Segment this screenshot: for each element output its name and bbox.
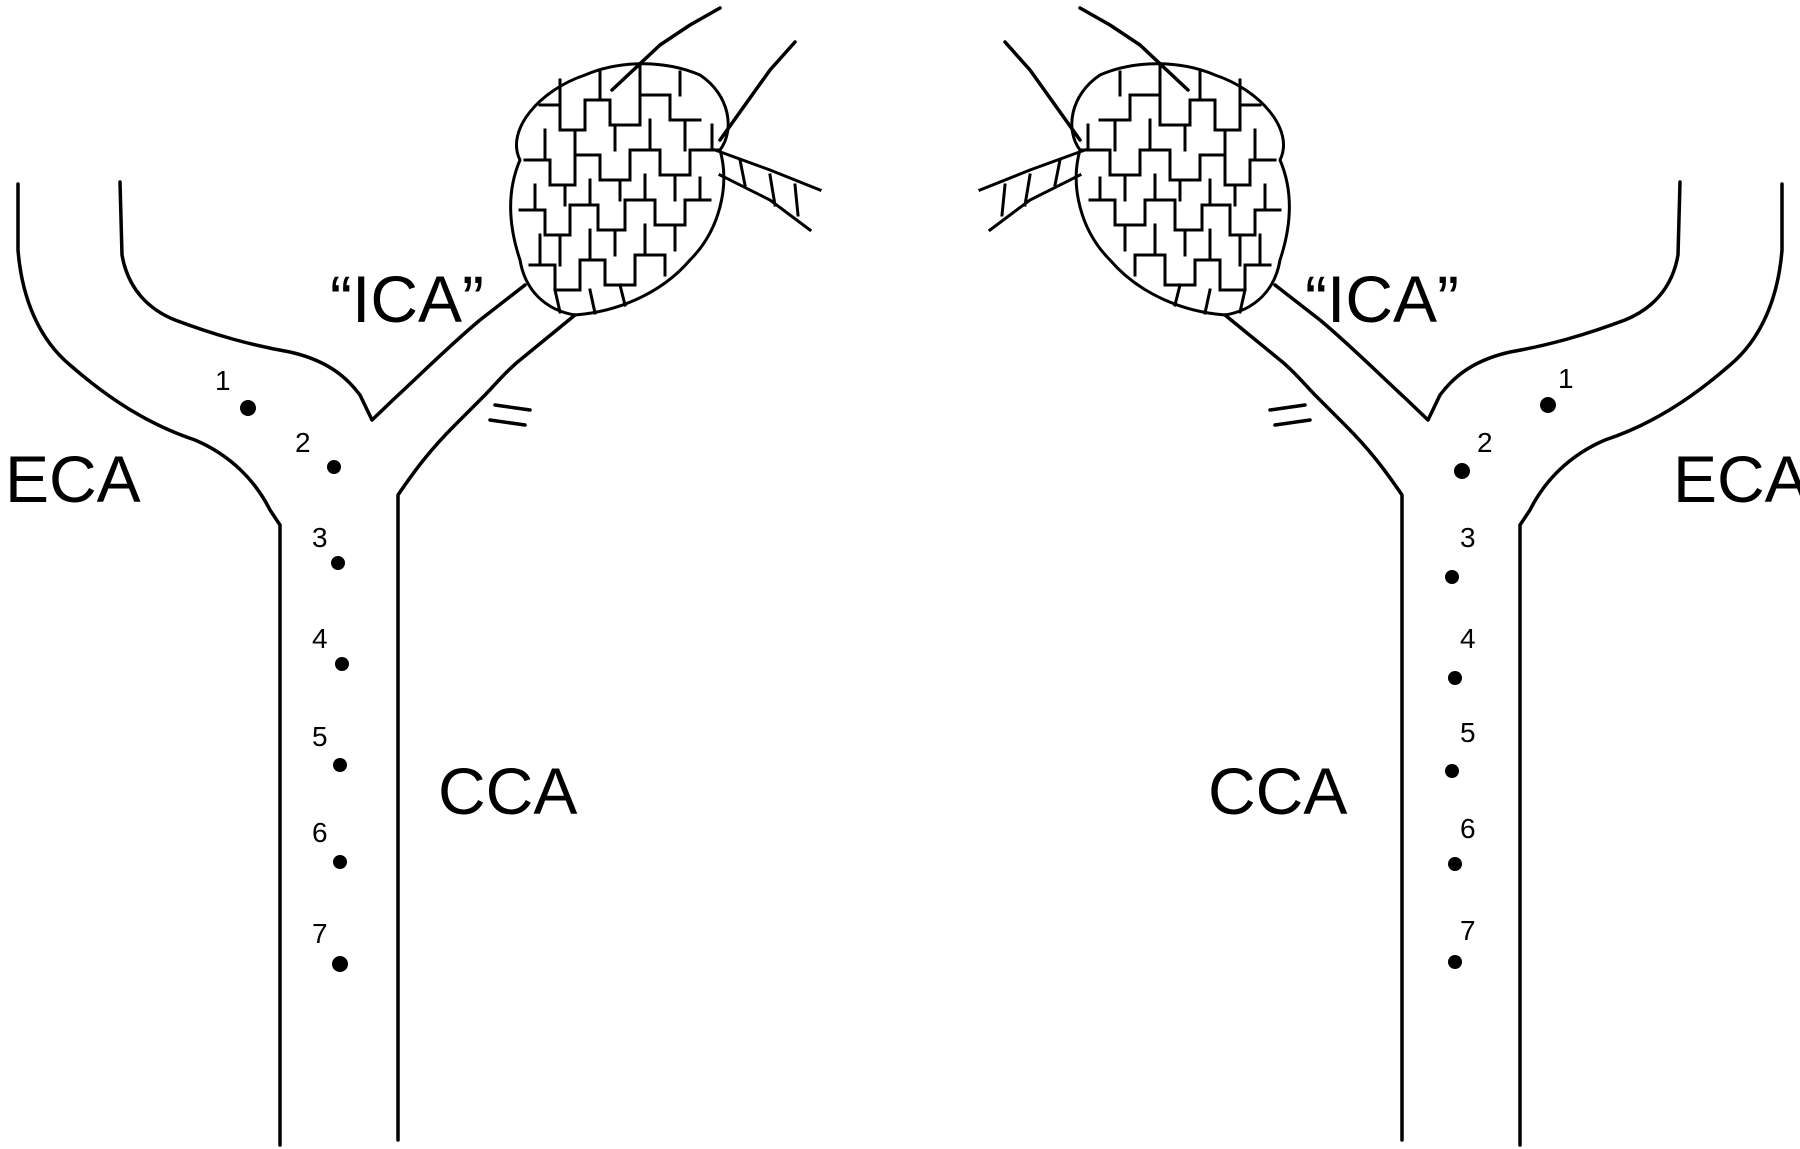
right-point-5 [1445, 764, 1459, 778]
right-point-label-4: 4 [1460, 623, 1476, 654]
left-point-6 [333, 855, 347, 869]
left-side-branch [713, 148, 822, 233]
right-distal-vessel-2 [1003, 40, 1082, 142]
right-point-label-7: 7 [1460, 915, 1476, 946]
right-side-branch [978, 148, 1087, 233]
right-point-2 [1454, 463, 1470, 479]
left-point-label-6: 6 [312, 817, 328, 848]
left-ica-cca-right-wall [396, 313, 577, 1142]
left-eca-inner-wall [118, 180, 527, 422]
left-point-1 [240, 400, 256, 416]
right-eca-label: ECA [1673, 442, 1800, 516]
left-distal-vessel-1 [610, 6, 722, 92]
right-point-4 [1448, 671, 1462, 685]
left-eca-label: ECA [5, 442, 141, 516]
left-point-2 [327, 460, 341, 474]
left-point-label-2: 2 [295, 427, 311, 458]
right-aneurysm [1070, 62, 1291, 317]
right-point-label-1: 1 [1558, 363, 1574, 394]
left-clamp-mark [488, 403, 532, 427]
left-distal-vessel-2 [718, 40, 797, 142]
right-point-7 [1448, 955, 1462, 969]
right-ica-cca-left-wall [1223, 313, 1404, 1142]
right-point-6 [1448, 857, 1462, 871]
left-panel: ECA “ICA” CCA 1 2 3 4 5 6 7 [5, 6, 822, 1147]
left-point-4 [335, 657, 349, 671]
right-labels: ECA “ICA” CCA 1 2 3 4 5 6 7 [1208, 262, 1800, 946]
left-point-label-4: 4 [312, 623, 328, 654]
left-point-label-5: 5 [312, 721, 328, 752]
left-cca-label: CCA [438, 754, 577, 828]
right-point-label-2: 2 [1477, 427, 1493, 458]
left-point-3 [331, 556, 345, 570]
right-eca-outer-wall [1518, 182, 1784, 1147]
right-point-3 [1445, 570, 1459, 584]
left-eca-outer-wall [16, 182, 282, 1147]
left-ica-label: “ICA” [330, 262, 484, 336]
left-point-label-1: 1 [215, 365, 231, 396]
right-point-label-5: 5 [1460, 717, 1476, 748]
right-cca-label: CCA [1208, 754, 1347, 828]
right-clamp-mark [1268, 403, 1312, 427]
right-ica-label: “ICA” [1305, 262, 1459, 336]
left-point-label-7: 7 [312, 918, 328, 949]
left-point-5 [333, 758, 347, 772]
right-point-1 [1540, 397, 1556, 413]
right-distal-vessel-1 [1078, 6, 1190, 92]
left-point-7 [332, 956, 348, 972]
right-point-label-3: 3 [1460, 522, 1476, 553]
right-eca-inner-wall [1273, 180, 1682, 422]
left-point-label-3: 3 [312, 522, 328, 553]
left-aneurysm [509, 62, 730, 317]
right-point-label-6: 6 [1460, 813, 1476, 844]
right-panel [978, 6, 1784, 1147]
